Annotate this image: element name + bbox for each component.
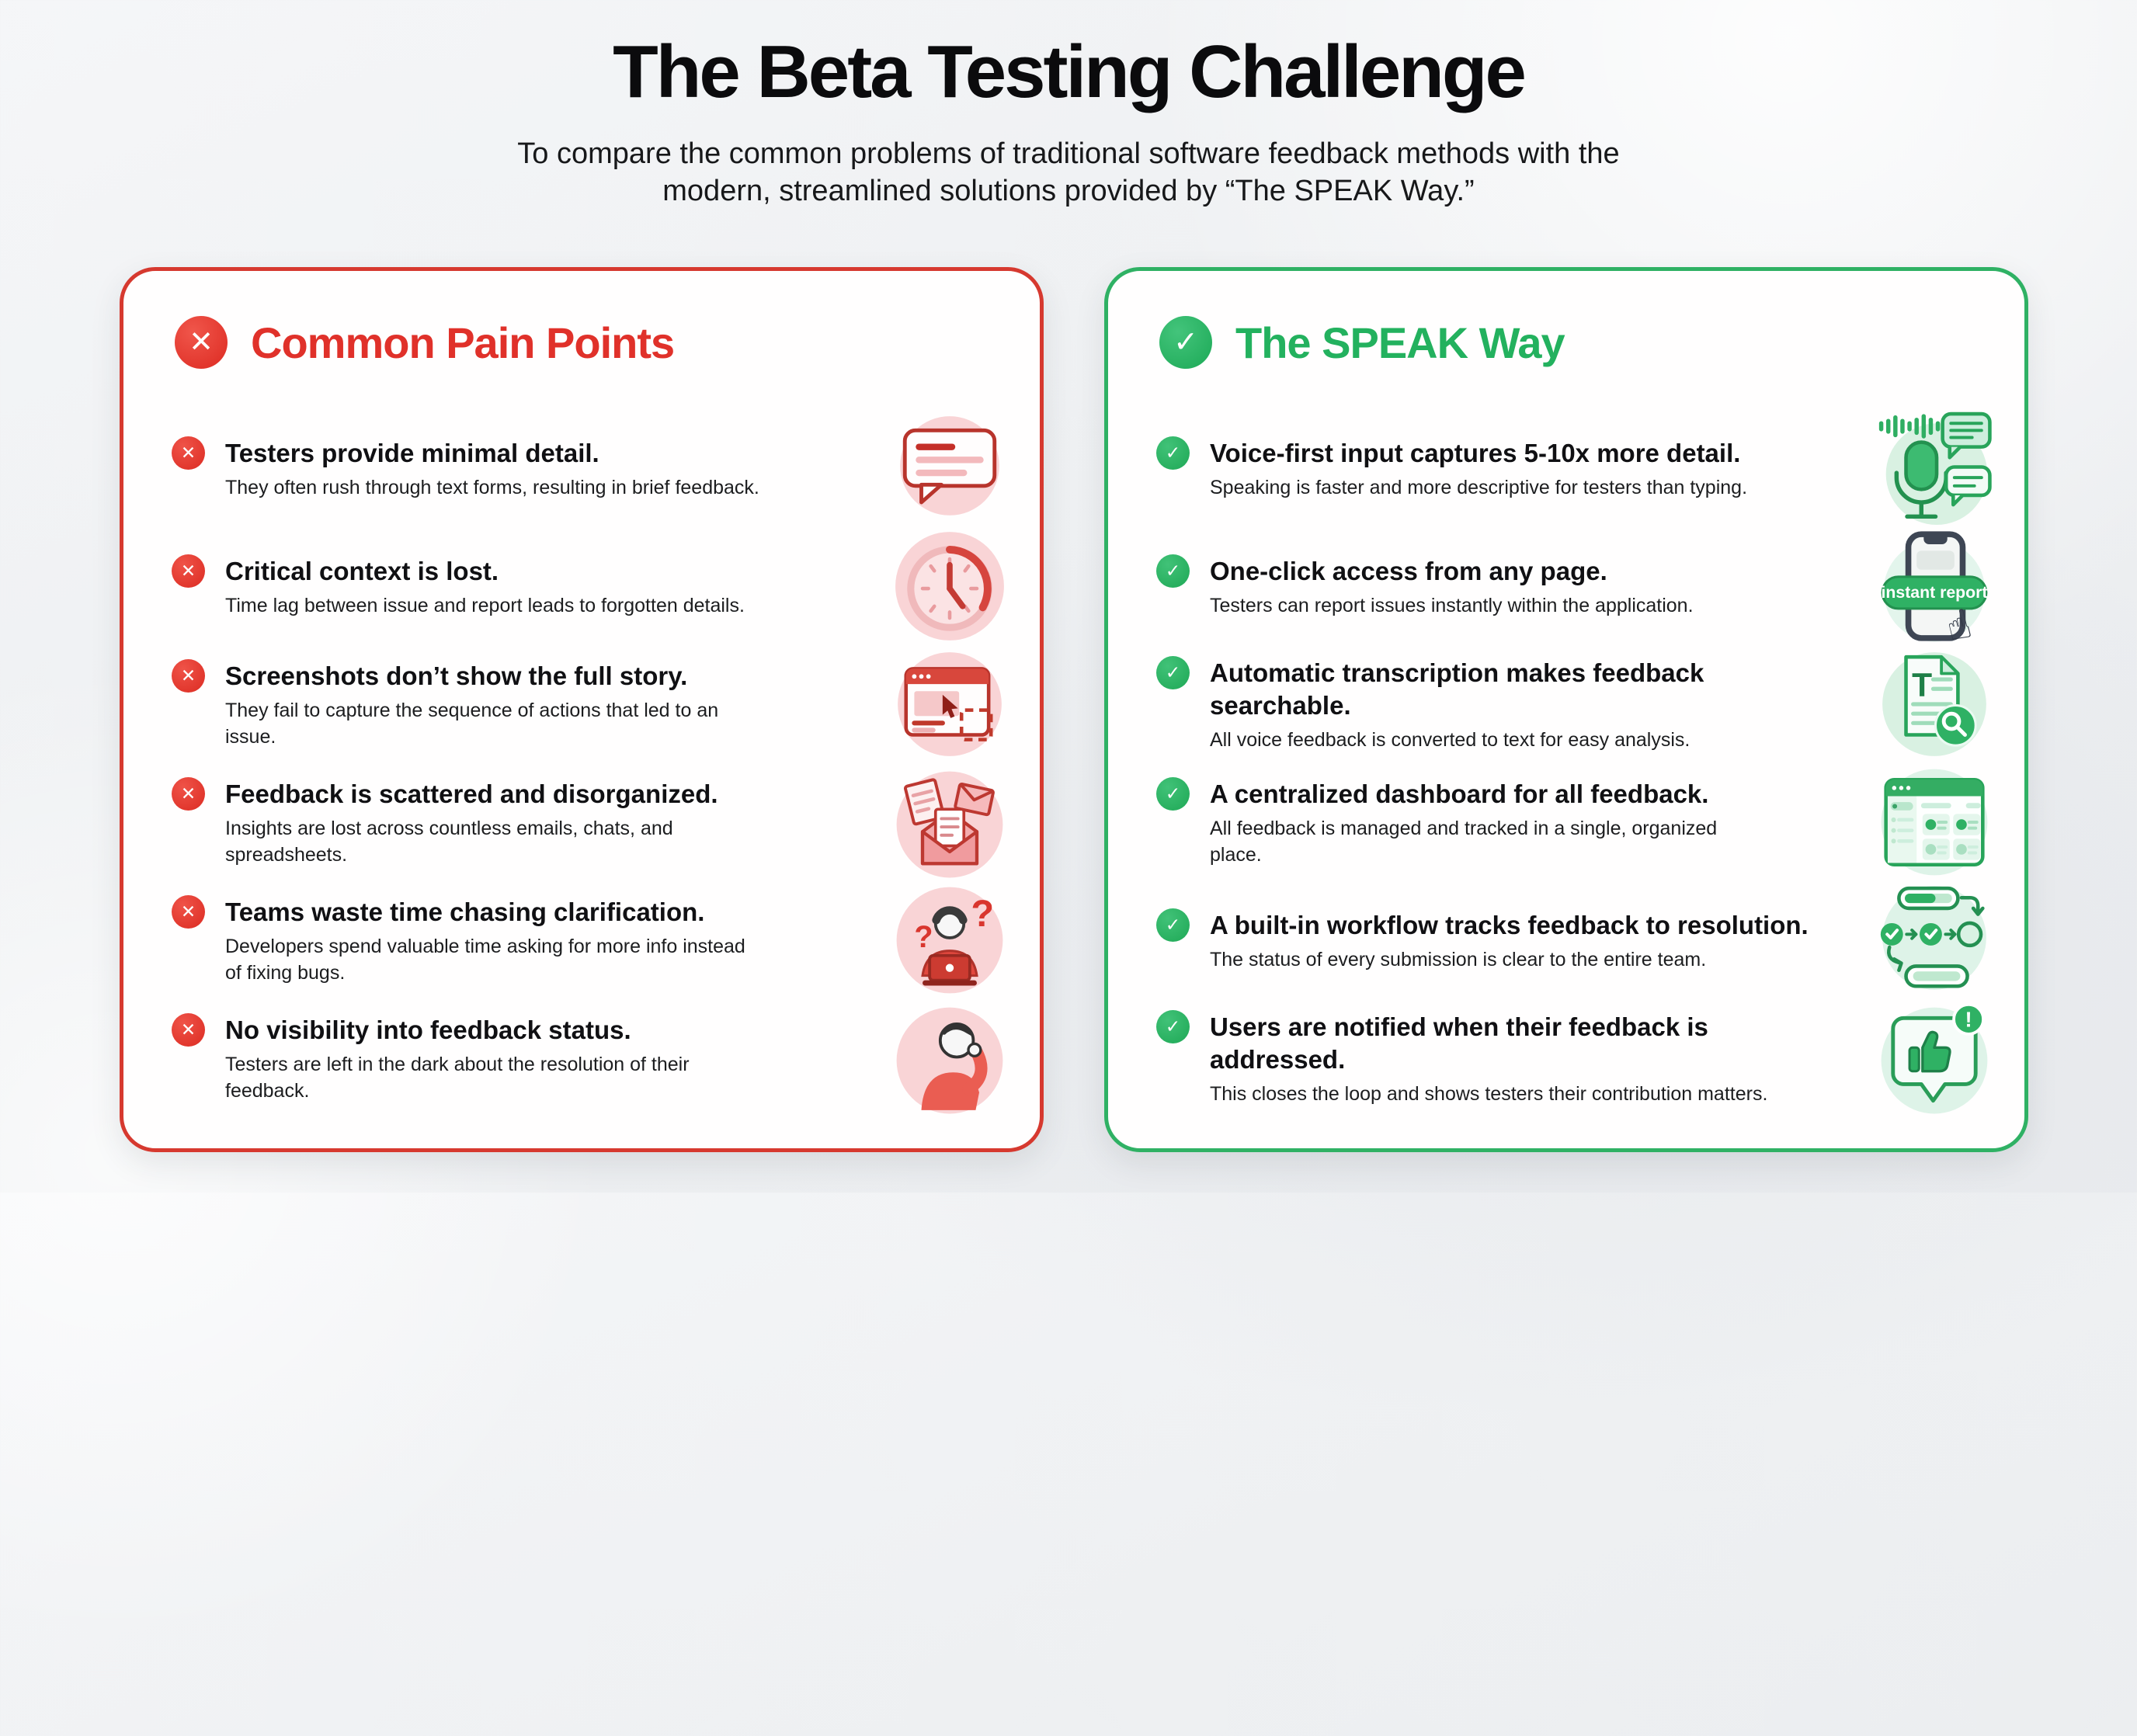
item-description: Speaking is faster and more descriptive … — [1210, 476, 1748, 498]
pain-points-title: Common Pain Points — [251, 318, 675, 367]
list-item: ✓ One-click access from any page. Tester… — [1156, 527, 1998, 645]
item-title: Feedback is scattered and disorganized. — [225, 779, 718, 808]
item-description: Insights are lost across countless email… — [225, 817, 673, 866]
svg-text:?: ? — [971, 893, 994, 935]
item-description: All feedback is managed and tracked in a… — [1210, 817, 1718, 866]
screenshot-window-icon — [885, 645, 1013, 763]
list-item: ✓ A centralized dashboard for all feedba… — [1156, 763, 1998, 881]
instant-report-button-label: instant report — [1881, 583, 1987, 602]
list-item: ✕ Feedback is scattered and disorganized… — [172, 763, 1013, 881]
transcription-search-icon: T — [1870, 645, 1998, 763]
list-item: ✕ Screenshots don’t show the full story.… — [172, 645, 1013, 763]
dashboard-icon — [1870, 763, 1998, 881]
voice-input-icon — [1870, 409, 1998, 527]
item-title: Critical context is lost. — [225, 556, 499, 585]
pain-points-header: ✕ Common Pain Points — [175, 316, 675, 369]
check-circle-icon: ✓ — [1159, 316, 1212, 369]
confused-user-icon — [885, 999, 1013, 1117]
check-circle-icon: ✓ — [1156, 655, 1190, 689]
check-circle-icon: ✓ — [1156, 776, 1190, 811]
item-description: Developers spend valuable time asking fo… — [225, 935, 745, 984]
chat-bubble-lines-icon — [885, 409, 1013, 527]
check-circle-icon: ✓ — [1156, 1009, 1190, 1043]
item-description: They fail to capture the sequence of act… — [225, 699, 719, 748]
instant-report-phone-icon: instant report ☝ — [1870, 527, 1998, 645]
check-circle-icon: ✓ — [1156, 908, 1190, 942]
pain-points-list: ✕ Testers provide minimal detail. They o… — [172, 409, 1013, 1114]
item-title: No visibility into feedback status. — [225, 1015, 631, 1044]
item-description: Time lag between issue and report leads … — [225, 594, 745, 616]
page-header: The Beta Testing Challenge To compare th… — [0, 30, 2137, 210]
workflow-icon — [1870, 881, 1998, 999]
list-item: ✕ Teams waste time chasing clarification… — [172, 881, 1013, 999]
scattered-mail-icon — [885, 763, 1013, 881]
x-circle-icon: ✕ — [172, 776, 205, 811]
pain-points-panel: ✕ Common Pain Points ✕ Testers provide m… — [120, 267, 1044, 1152]
item-description: Testers are left in the dark about the r… — [225, 1053, 690, 1102]
item-title: Users are notified when their feedback i… — [1210, 1012, 1708, 1074]
page-title: The Beta Testing Challenge — [613, 30, 1527, 113]
speak-way-title: The SPEAK Way — [1235, 318, 1565, 367]
list-item: ✕ Critical context is lost. Time lag bet… — [172, 527, 1013, 645]
item-title: Voice-first input captures 5-10x more de… — [1210, 438, 1741, 467]
svg-text:T: T — [1912, 666, 1932, 703]
item-description: They often rush through text forms, resu… — [225, 476, 759, 498]
x-circle-icon: ✕ — [172, 436, 205, 470]
x-circle-icon: ✕ — [172, 554, 205, 588]
svg-text:!: ! — [1965, 1008, 1972, 1032]
item-description: Testers can report issues instantly with… — [1210, 594, 1694, 616]
item-title: One-click access from any page. — [1210, 556, 1607, 585]
check-circle-icon: ✓ — [1156, 554, 1190, 588]
developer-questions-icon: ? ? — [885, 881, 1013, 999]
clock-icon — [885, 527, 1013, 645]
list-item: ✕ No visibility into feedback status. Te… — [172, 999, 1013, 1117]
x-circle-icon: ✕ — [172, 1012, 205, 1047]
list-item: ✓ Users are notified when their feedback… — [1156, 999, 1998, 1117]
list-item: ✓ Voice-first input captures 5-10x more … — [1156, 409, 1998, 527]
item-title: Automatic transcription makes feedback s… — [1210, 658, 1704, 720]
item-title: Screenshots don’t show the full story. — [225, 661, 688, 690]
check-circle-icon: ✓ — [1156, 436, 1190, 470]
notified-thumbs-up-icon: ! — [1870, 999, 1998, 1117]
list-item: ✕ Testers provide minimal detail. They o… — [172, 409, 1013, 527]
item-description: All voice feedback is converted to text … — [1210, 728, 1690, 751]
page-subtitle: To compare the common problems of tradit… — [517, 137, 1620, 207]
speak-way-panel: ✓ The SPEAK Way ✓ Voice-first input capt… — [1104, 267, 2028, 1152]
item-title: Teams waste time chasing clarification. — [225, 897, 705, 926]
item-title: A centralized dashboard for all feedback… — [1210, 779, 1709, 808]
speak-way-header: ✓ The SPEAK Way — [1159, 316, 1565, 369]
speak-way-list: ✓ Voice-first input captures 5-10x more … — [1156, 409, 1998, 1114]
item-description: This closes the loop and shows testers t… — [1210, 1082, 1768, 1105]
x-circle-icon: ✕ — [175, 316, 228, 369]
item-description: The status of every submission is clear … — [1210, 948, 1707, 970]
svg-text:?: ? — [914, 920, 933, 954]
list-item: ✓ A built-in workflow tracks feedback to… — [1156, 881, 1998, 999]
item-title: Testers provide minimal detail. — [225, 438, 599, 467]
x-circle-icon: ✕ — [172, 658, 205, 693]
list-item: ✓ Automatic transcription makes feedback… — [1156, 645, 1998, 763]
x-circle-icon: ✕ — [172, 894, 205, 929]
item-title: A built-in workflow tracks feedback to r… — [1210, 910, 1809, 939]
